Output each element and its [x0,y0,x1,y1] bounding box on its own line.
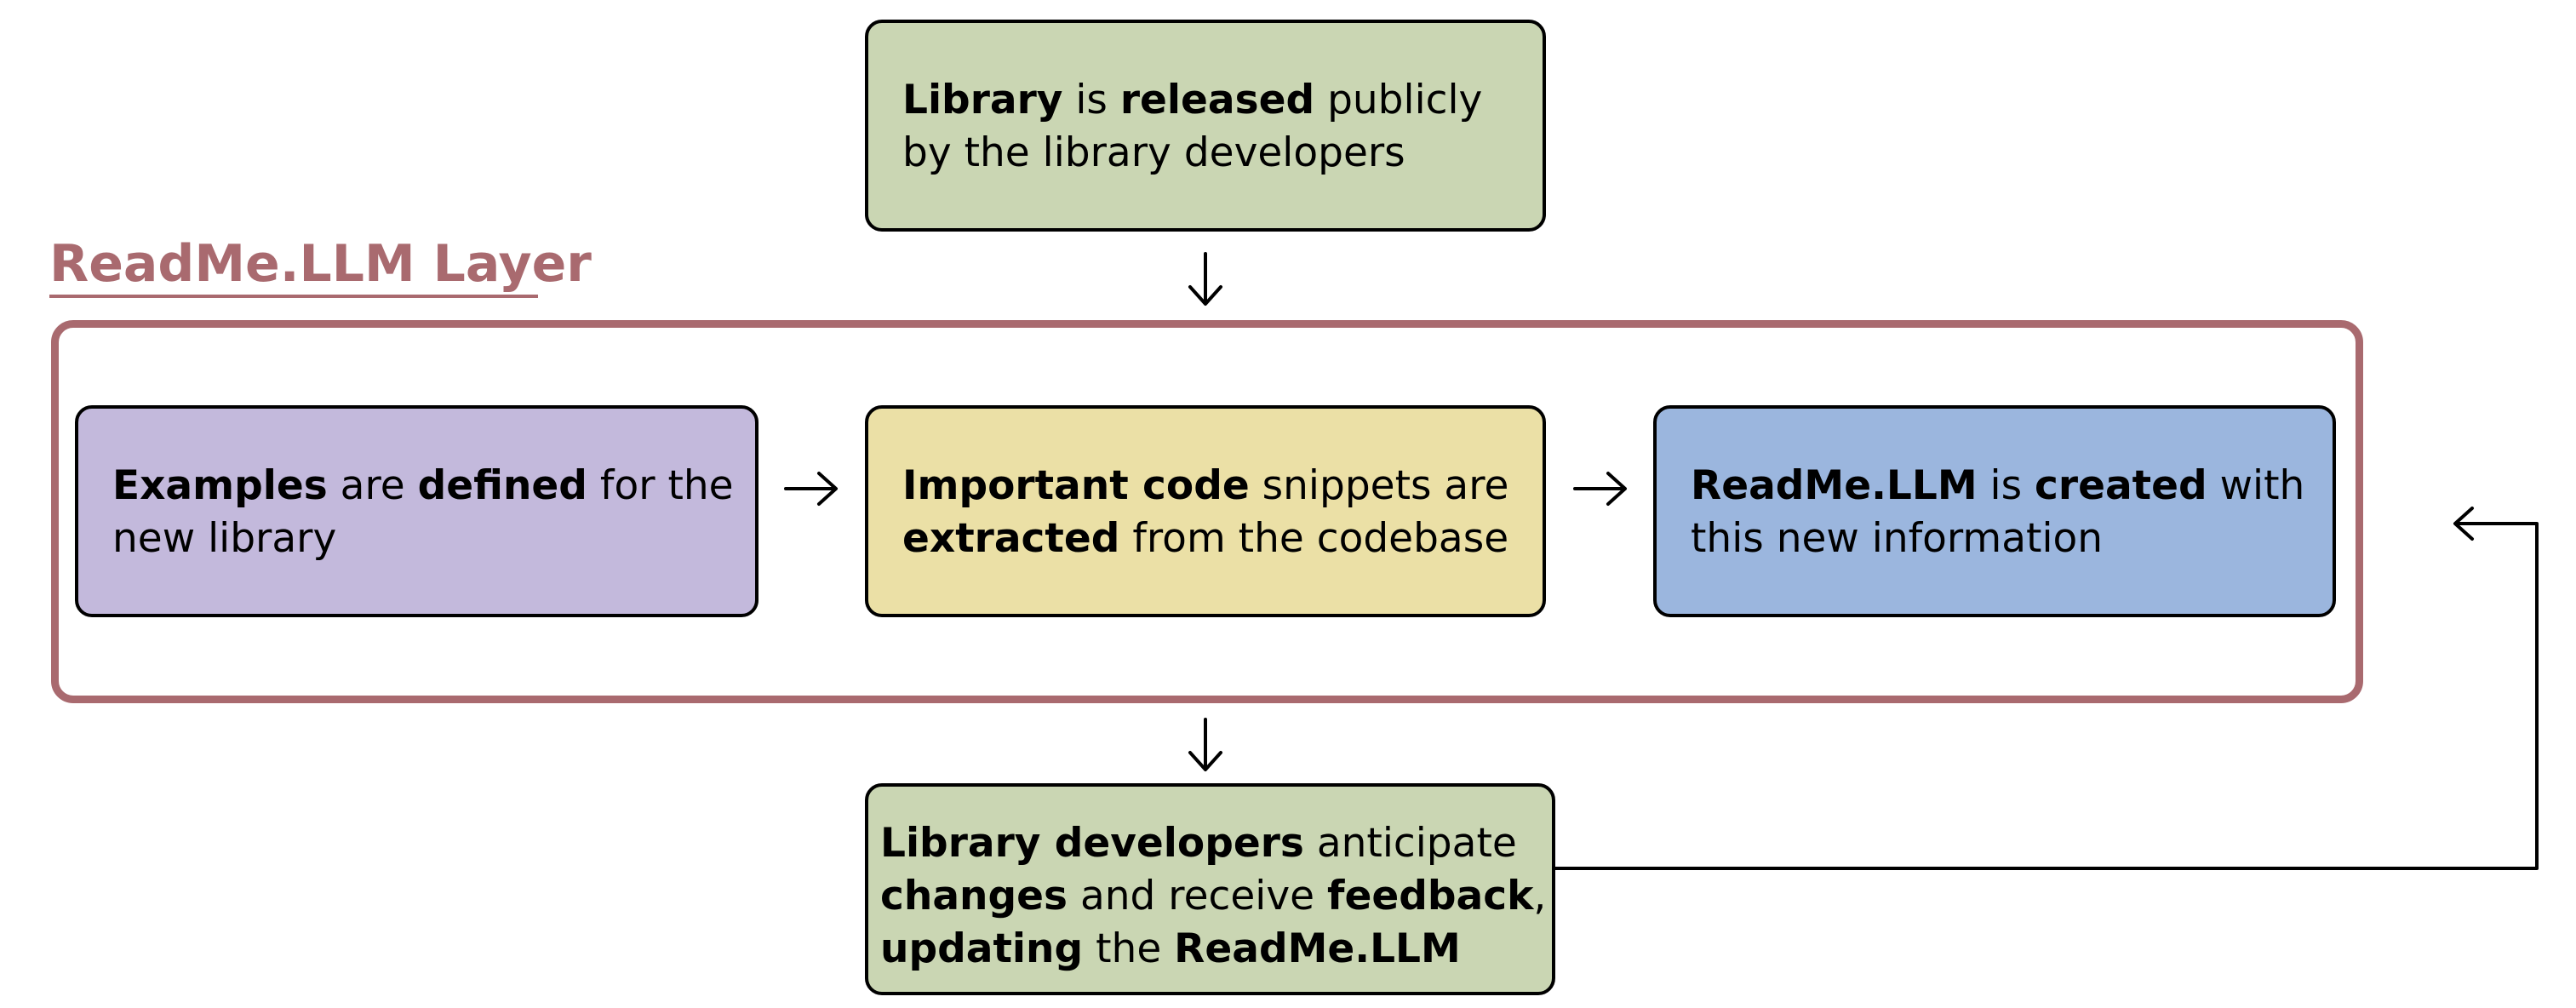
node-text: this new information [1691,515,2104,562]
node-text: for the [587,462,734,509]
node-text: snippets are [1249,462,1509,509]
arrow-examples-to-extracted [784,472,838,506]
node-text-bold: released [1119,77,1315,123]
node-text-bold: created [2035,462,2207,509]
node-text-bold: updating [880,925,1084,972]
node-text-line: Library is released publicly [902,74,1508,127]
node-text-bold: ReadMe.LLM [1691,462,1978,509]
node-text: the [1083,925,1175,972]
arrow-extracted-to-created [1573,472,1627,506]
node-text-line: by the library developers [902,127,1508,180]
node-text-bold: Library developers [880,820,1304,867]
node-text-line: ReadMe.LLM is created with [1691,460,2304,513]
readme-llm-layer-frame [51,320,2363,703]
node-text-line: Important code snippets are [902,460,1508,513]
node-text-line: Examples are defined for the [112,460,734,513]
node-text: and receive [1068,873,1327,919]
node-text: from the codebase [1119,515,1509,562]
node-text: publicly [1314,77,1483,123]
node-text: new library [112,515,337,562]
node-text: with [2207,462,2305,509]
node-text: by the library developers [902,129,1405,176]
arrow-feedback-loop [1554,507,2539,870]
node-text-bold: Library [902,77,1063,123]
node-text-line: updating the ReadMe.LLM [880,923,1540,976]
node-text: is [1977,462,2035,509]
node-text-line: this new information [1691,513,2298,565]
node-text-bold: Examples [112,462,328,509]
node-text-bold: feedback [1327,873,1534,919]
node-text: are [327,462,418,509]
node-text-line: extracted from the codebase [902,513,1508,565]
arrow-released-to-layer [1188,252,1222,306]
node-text-bold: Important code [902,462,1250,509]
node-text-bold: changes [880,873,1068,919]
node-text-line: Library developers anticipate [880,817,1540,870]
node-text-bold: ReadMe.LLM [1174,925,1461,972]
node-text: is [1062,77,1120,123]
node-text: , [1533,873,1547,919]
layer-title: ReadMe.LLM Layer [49,234,592,294]
node-text-bold: extracted [902,515,1120,562]
node-text: anticipate [1303,820,1517,867]
node-text-line: changes and receive feedback, [880,870,1546,923]
arrow-layer-to-feedback [1188,718,1222,771]
node-text-bold: defined [417,462,587,509]
node-text-line: new library [112,513,721,565]
layer-title-underline [49,295,538,298]
